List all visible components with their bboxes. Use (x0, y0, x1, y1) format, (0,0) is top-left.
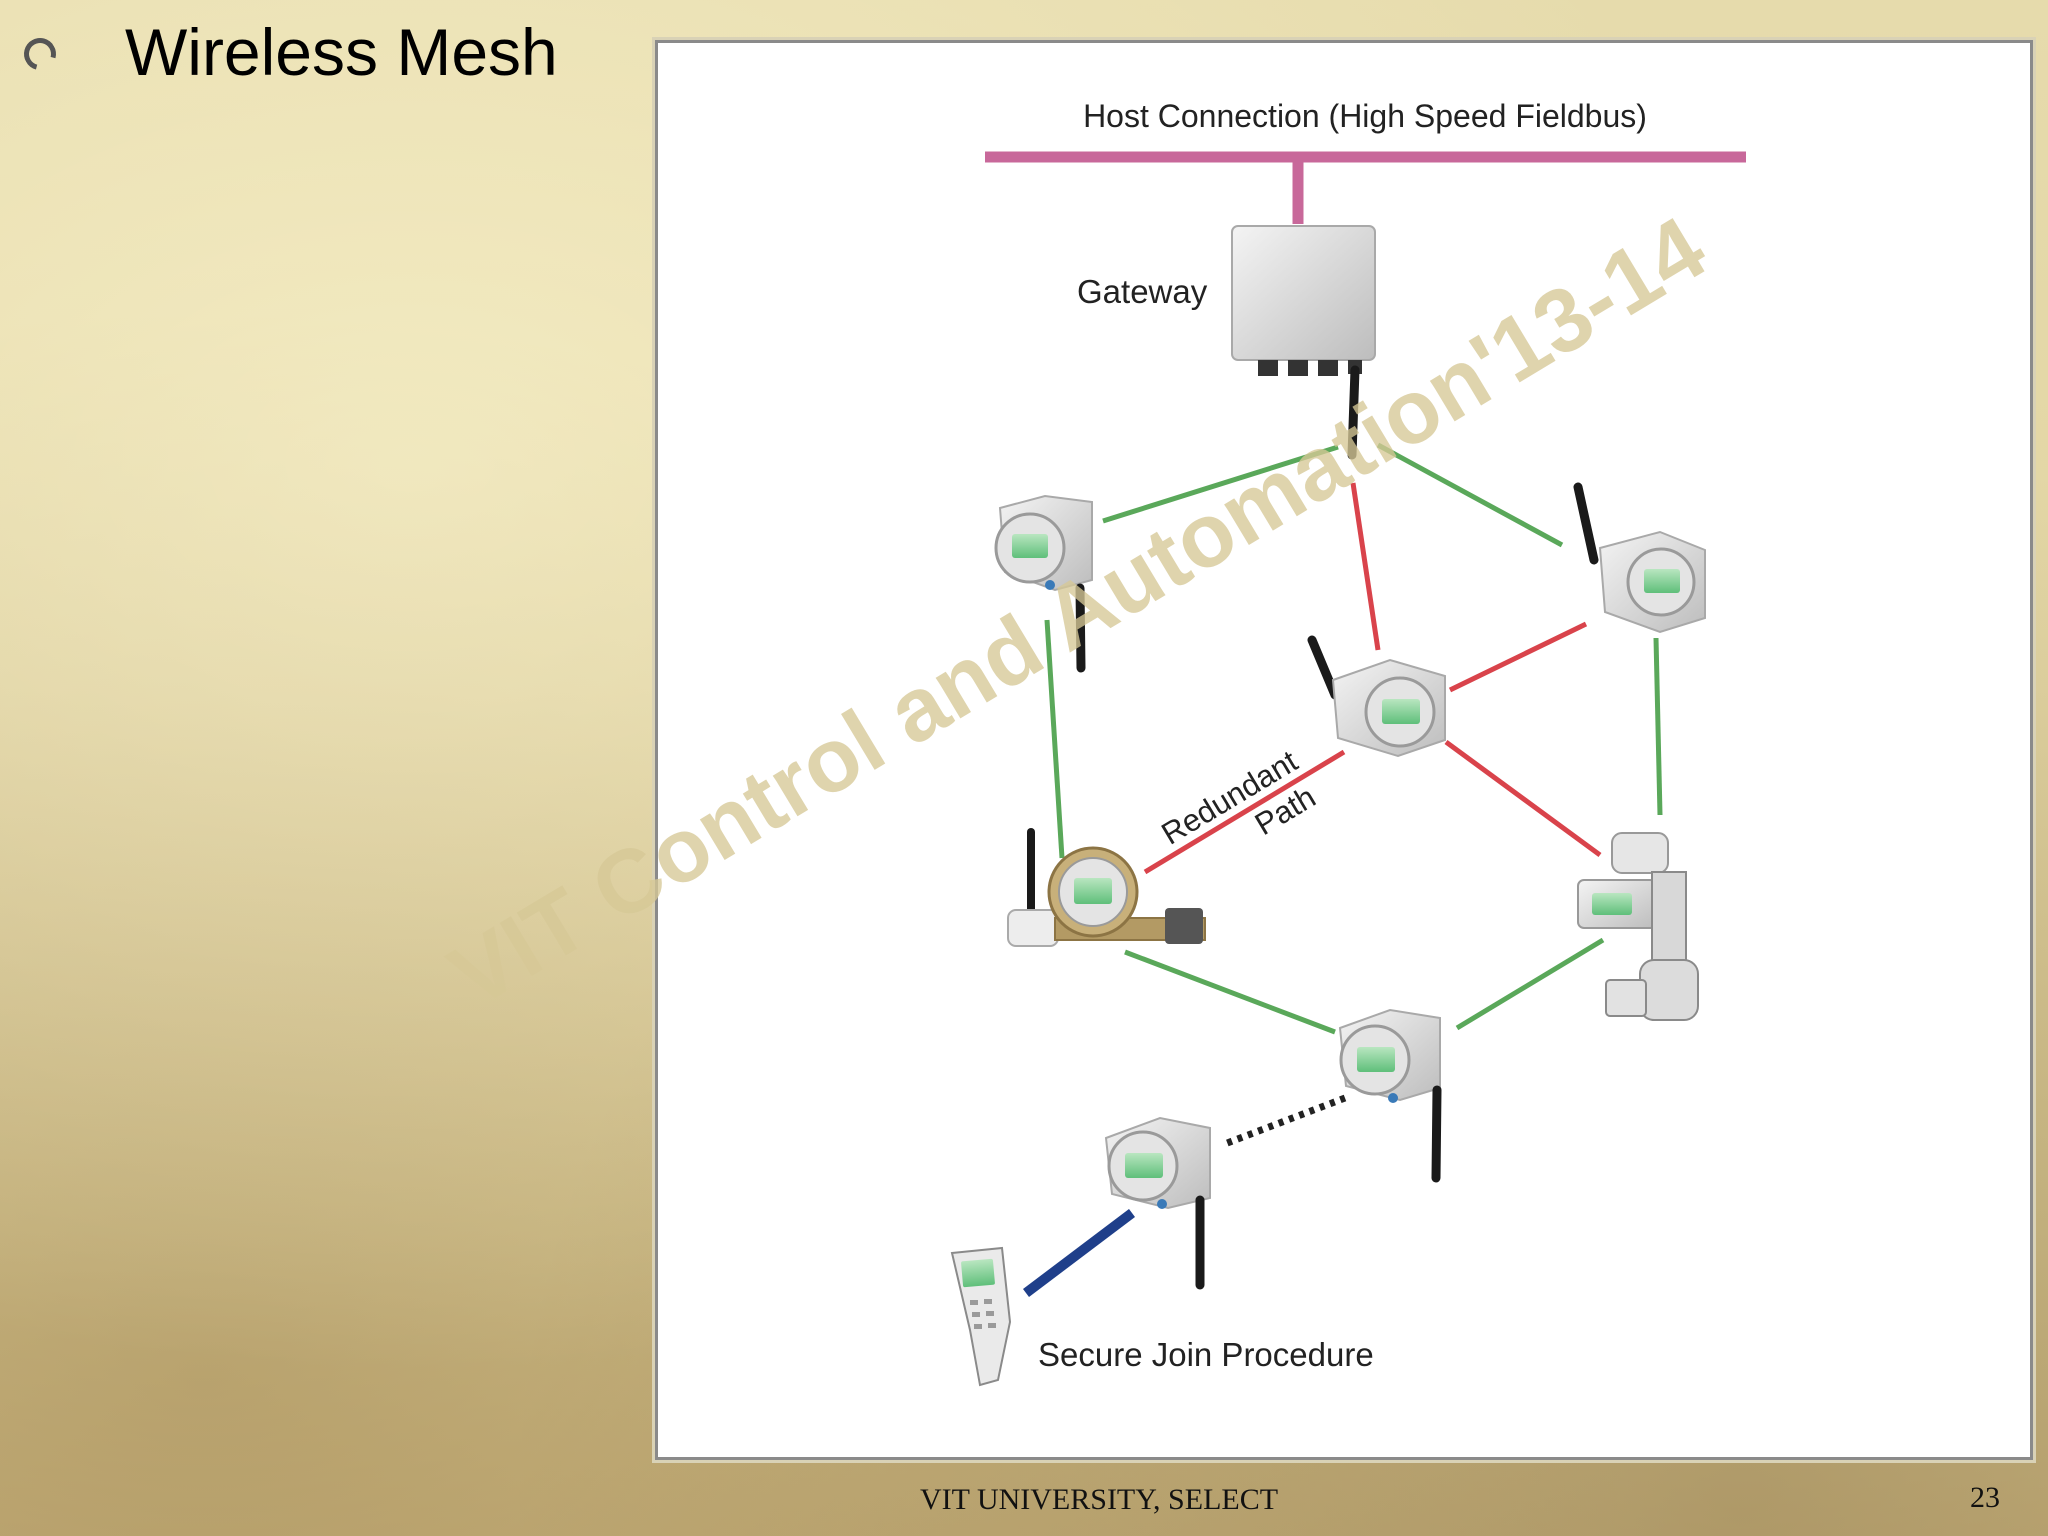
transmitter-center (1307, 635, 1446, 758)
gateway-box-icon (1231, 225, 1376, 460)
link-center-flow (1143, 749, 1346, 875)
link-right-valve (1653, 637, 1663, 816)
link-center-valve (1444, 739, 1602, 858)
link-gw-right (1376, 442, 1564, 548)
transmitter-bottom-left (1104, 1116, 1211, 1290)
slide-footer: VIT UNIVERSITY, SELECT (920, 1483, 1279, 1516)
page-number: 23 (1970, 1481, 2000, 1514)
control-valve-icon (1577, 832, 1699, 1021)
transmitter-left-top (994, 494, 1093, 673)
transmitter-bottom-center (1338, 1008, 1442, 1183)
link-flow-bottom (1124, 949, 1336, 1035)
primary-links (1044, 442, 1663, 1035)
dotted-link (1220, 1094, 1347, 1149)
redundant-links (1143, 482, 1602, 875)
host-connection-label: Host Connection (High Speed Fieldbus) (1083, 98, 1647, 134)
gateway-label: Gateway (1077, 273, 1208, 310)
link-gw-center (1350, 482, 1381, 651)
secure-join-label: Secure Join Procedure (1038, 1336, 1374, 1373)
link-left-flow (1044, 619, 1065, 859)
slide-title: Wireless Mesh (125, 15, 558, 89)
transmitter-right-top (1573, 482, 1706, 634)
handheld-communicator-icon (950, 1246, 1012, 1387)
flow-meter-icon (1007, 828, 1206, 947)
join-link (1022, 1209, 1136, 1297)
link-right-center (1448, 621, 1588, 693)
link-valve-bottom (1455, 937, 1605, 1031)
link-gw-left (1102, 444, 1339, 524)
